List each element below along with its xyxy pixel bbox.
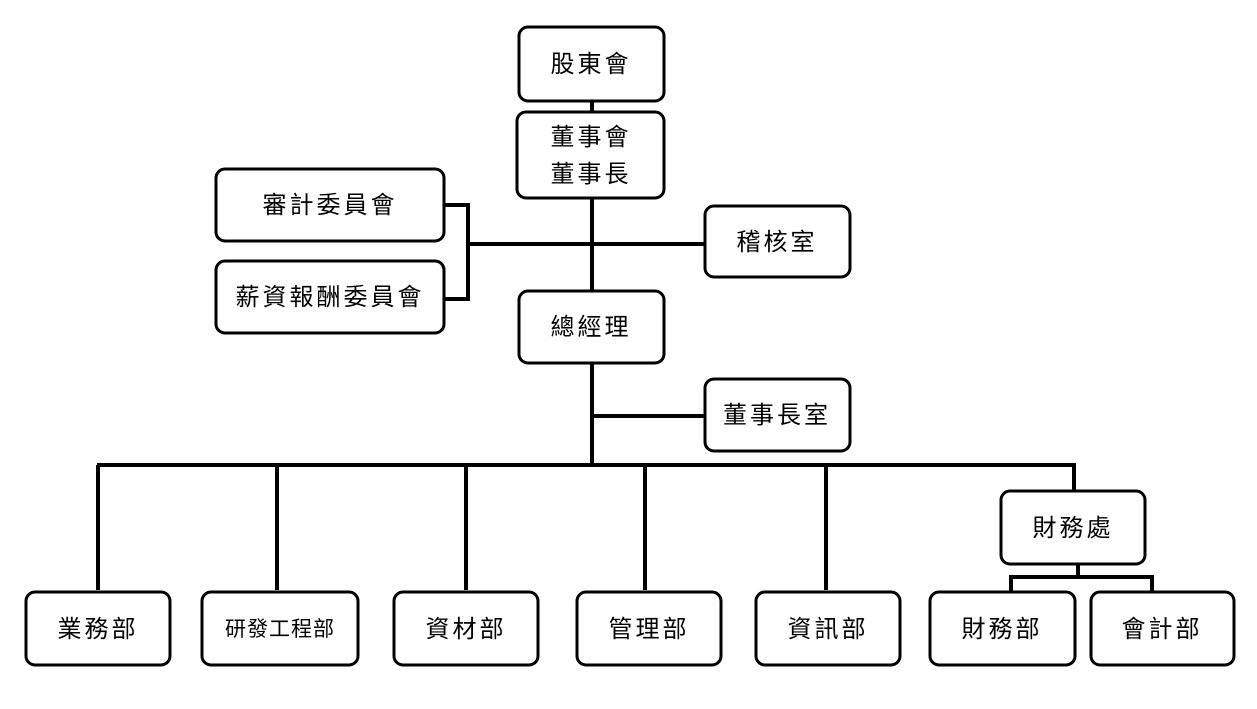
label-internal-audit: 稽核室 (737, 228, 818, 256)
node-board: 董事會 董事長 (515, 110, 666, 200)
node-materials: 資材部 (392, 590, 540, 667)
node-compensation-committee: 薪資報酬委員會 (214, 259, 446, 335)
label-finance-division: 財務處 (1033, 514, 1114, 542)
node-shareholders: 股東會 (517, 25, 666, 103)
line-committee-bracket (444, 203, 470, 301)
label-management: 管理部 (609, 615, 690, 643)
node-chairman-office: 董事長室 (703, 377, 852, 453)
label-board: 董事會 (551, 123, 632, 151)
node-sales: 業務部 (24, 590, 172, 667)
node-audit-committee: 審計委員會 (214, 167, 446, 243)
label-sales: 業務部 (58, 615, 139, 643)
node-finance-dept: 財務部 (928, 590, 1077, 667)
connectors (96, 101, 1154, 592)
label-it: 資訊部 (788, 615, 869, 643)
label-audit-committee: 審計委員會 (263, 191, 398, 219)
node-management: 管理部 (575, 590, 723, 667)
node-internal-audit: 稽核室 (703, 204, 852, 279)
label-chairman: 董事長 (551, 160, 632, 188)
label-accounting: 會計部 (1122, 615, 1203, 643)
label-materials: 資材部 (426, 615, 507, 643)
label-shareholders: 股東會 (551, 50, 632, 78)
node-finance-division: 財務處 (999, 489, 1147, 566)
label-finance-dept: 財務部 (962, 615, 1043, 643)
node-accounting: 會計部 (1089, 590, 1236, 667)
node-general-manager: 總經理 (517, 289, 666, 365)
label-compensation-committee: 薪資報酬委員會 (236, 283, 425, 311)
label-chairman-office: 董事長室 (723, 401, 831, 429)
label-general-manager: 總經理 (551, 313, 632, 341)
node-rnd: 研發工程部 (200, 590, 360, 667)
node-it: 資訊部 (754, 590, 902, 667)
label-rnd: 研發工程部 (225, 617, 335, 641)
